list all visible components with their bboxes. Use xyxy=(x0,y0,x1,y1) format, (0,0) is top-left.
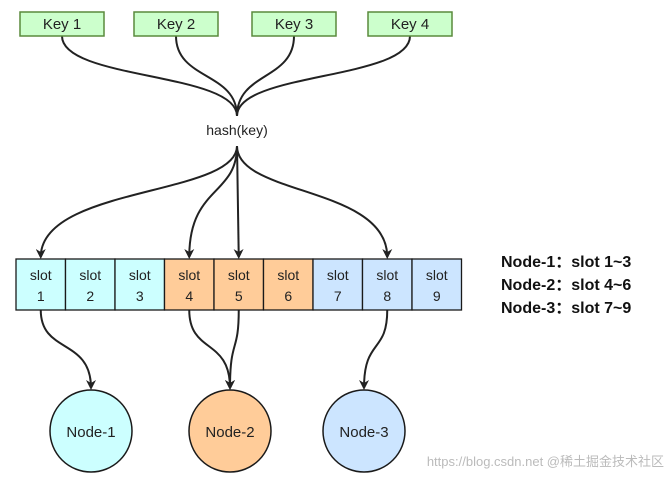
key-to-hash-edge-3 xyxy=(236,35,295,117)
slot-label-line1: slot xyxy=(327,267,349,283)
key-box-4: Key 4 xyxy=(367,11,453,37)
slot-mapping-line-2: Node-2：slot 4~6 xyxy=(501,277,631,294)
key-to-hash-edge-2 xyxy=(175,35,238,117)
key-box-rect xyxy=(367,11,453,37)
slot-label-line1: slot xyxy=(30,267,52,283)
slot-label-line2: 9 xyxy=(433,288,441,304)
slot-cell-3: slot 3 xyxy=(114,258,166,311)
slot-cell-rect xyxy=(411,258,463,311)
key-label: Key 1 xyxy=(43,16,81,33)
key-to-hash-edge-1 xyxy=(61,35,238,117)
slot-label-line2: 1 xyxy=(37,288,45,304)
key-box-1: Key 1 xyxy=(19,11,105,37)
slot-label-line2: 6 xyxy=(284,288,292,304)
slot-cell-1: slot 1 xyxy=(15,258,67,311)
slot-mapping-line-3: Node-3：slot 7~9 xyxy=(501,300,631,317)
edges-layer xyxy=(35,35,411,390)
key-label: Key 4 xyxy=(391,16,429,33)
slots-layer: slot 1 slot 2 slot 3 slot 4 slot 5 slot 6 slot 7 slot 8… xyxy=(15,258,463,311)
node-label: Node-2 xyxy=(205,424,254,441)
slot-label-line2: 3 xyxy=(136,288,144,304)
key-box-rect xyxy=(251,11,337,37)
key-box-2: Key 2 xyxy=(133,11,219,37)
slot-label-line1: slot xyxy=(277,267,299,283)
key-box-rect xyxy=(19,11,105,37)
hash-to-slot-edge-2 xyxy=(184,145,238,259)
slot-label-line2: 5 xyxy=(235,288,243,304)
node-label: Node-1 xyxy=(66,424,115,441)
slot-label-line2: 7 xyxy=(334,288,342,304)
hash-to-slot-edge-4 xyxy=(236,145,393,259)
slot-label-line2: 4 xyxy=(185,288,193,304)
key-box-rect xyxy=(133,11,219,37)
slot-cell-rect xyxy=(312,258,364,311)
slot-cell-5: slot 5 xyxy=(213,258,265,311)
slot-to-node-edge xyxy=(359,309,389,390)
slot-label-line1: slot xyxy=(178,267,200,283)
slot-to-node-edge xyxy=(188,309,235,390)
node-3: Node-3 xyxy=(322,389,406,473)
slot-cell-6: slot 6 xyxy=(262,258,314,311)
slot-label-line1: slot xyxy=(426,267,448,283)
slot-to-node-edge xyxy=(225,309,240,390)
key-label: Key 3 xyxy=(275,16,313,33)
slot-label-line1: slot xyxy=(129,267,151,283)
slot-label-line2: 8 xyxy=(383,288,391,304)
slot-label-line2: 2 xyxy=(86,288,94,304)
hash-to-slot-edge-1 xyxy=(35,145,238,259)
node-circle xyxy=(322,389,406,473)
node-circle xyxy=(49,389,133,473)
slot-cell-2: slot 2 xyxy=(64,258,116,311)
keys-layer: Key 1 Key 2 Key 3 Key 4 xyxy=(19,11,453,37)
slot-cell-9: slot 9 xyxy=(411,258,463,311)
hash-to-slot-edge-3 xyxy=(233,145,244,259)
node-1: Node-1 xyxy=(49,389,133,473)
node-2: Node-2 xyxy=(188,389,272,473)
node-label: Node-3 xyxy=(339,424,388,441)
slot-to-node-edge xyxy=(39,309,96,390)
key-to-hash-edge-4 xyxy=(236,35,411,117)
slot-label-line1: slot xyxy=(79,267,101,283)
key-label: Key 2 xyxy=(157,16,195,33)
slot-cell-4: slot 4 xyxy=(163,258,215,311)
slot-cell-rect xyxy=(213,258,265,311)
watermark: https://blog.csdn.net @稀土掘金技术社区 xyxy=(427,454,664,469)
node-circle xyxy=(188,389,272,473)
hash-label: hash(key) xyxy=(206,122,267,138)
slot-label-line1: slot xyxy=(228,267,250,283)
slot-cell-rect xyxy=(262,258,314,311)
slot-cell-8: slot 8 xyxy=(361,258,413,311)
slot-cell-7: slot 7 xyxy=(312,258,364,311)
slot-mapping-line-1: Node-1：slot 1~3 xyxy=(501,254,631,271)
slot-label-line1: slot xyxy=(376,267,398,283)
nodes-layer: Node-1 Node-2 Node-3 xyxy=(49,389,406,473)
key-box-3: Key 3 xyxy=(251,11,337,37)
